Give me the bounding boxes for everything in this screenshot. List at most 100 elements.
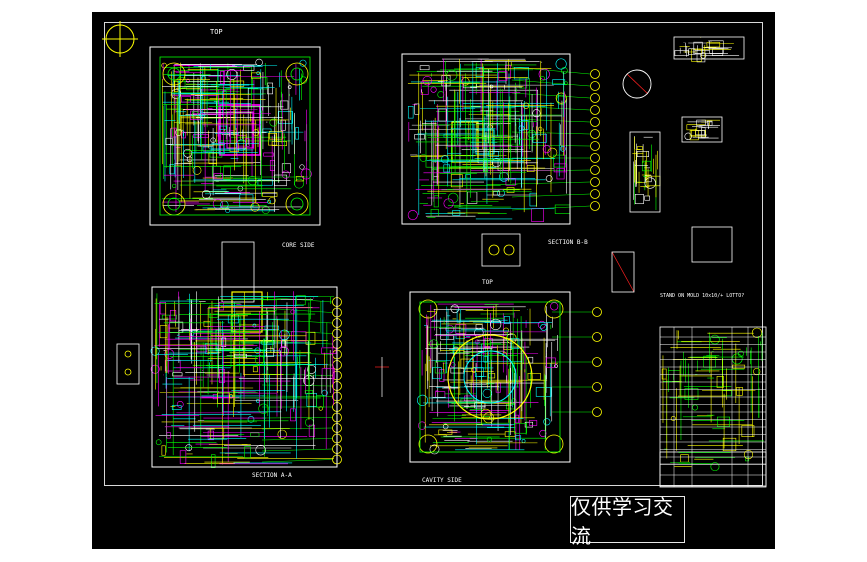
core-detail-part [281,163,291,174]
detail-a [673,36,745,60]
parts-list-text-hole [692,404,698,411]
view-label-cavity-side: CAVITY SIDE [422,477,462,484]
section-bb-detail-part [513,67,529,80]
core-detail-part [186,85,200,91]
cavity-detail-part [511,338,520,349]
section-bb-detail-hole [542,145,551,154]
section-aa-detail-part [244,446,251,459]
core-detail-hole [235,139,247,151]
view-label-section-aa: SECTION A-A [252,472,292,479]
core-detail-hole [299,59,307,67]
cavity-detail-part [456,309,462,323]
cavity-detail-hole [540,323,548,331]
cad-drawing-canvas[interactable]: TOP CORE SIDE SECTION A-A SECTION B-B CA… [92,12,775,549]
cavity-detail-part [439,369,445,382]
parts-list-text-hole [743,450,754,460]
section-aa-detail-part [281,340,287,348]
section-bb-detail-part [420,81,429,95]
section-bb-detail-part [554,204,571,214]
core-detail-part [229,80,245,87]
core-detail-hole [268,197,276,205]
core-detail-part [243,65,255,71]
section-bb-detail-part [526,165,535,172]
section-bb-detail-part [430,209,439,217]
parts-list-text-hole [670,416,676,421]
section-bb-detail-hole [497,189,506,198]
cavity-detail-hole [554,364,558,368]
drawing-border-frame [104,22,763,486]
aa-leader [261,427,333,430]
core-detail-part [208,152,217,165]
cavity-detail-hole [486,436,492,442]
cavity-balloon [592,382,602,392]
section-bb-detail-hole [407,210,418,221]
cavity-ring [447,334,533,420]
section-aa-detail-hole [247,416,255,423]
side-hole-1 [124,350,132,358]
section-aa-detail-hole [254,354,265,365]
core-detail-hole [201,189,211,199]
section-aa-detail-part [234,353,247,358]
guide-pillar-hole [285,192,309,216]
core-detail-hole [281,170,290,179]
core-detail-part [271,141,287,146]
section-aa-detail-part [203,320,211,327]
section-aa-detail-part [211,454,216,468]
part-balloon [590,177,600,187]
core-detail-hole [247,175,258,186]
core-side-inner [159,56,311,216]
guide-pillar-hole [285,62,309,86]
section-aa-detail-part [305,331,316,345]
mold-assembly-drawing: TOP CORE SIDE SECTION A-A SECTION B-B CA… [102,21,767,488]
section-bb-detail-hole [538,126,543,132]
registration-circle [102,21,138,57]
cavity-inner-ring [463,350,517,404]
side-hole-2 [124,368,132,376]
part-balloon [590,69,600,79]
parts-list-text-part [684,388,699,400]
part-balloon [590,153,600,163]
section-aa-detail-part [304,390,314,394]
core-detail-part [223,166,231,180]
section-bb-hole-1 [488,244,500,256]
core-detail-hole [225,208,231,213]
core-detail-hole [210,137,216,143]
section-aa-detail-hole [290,309,296,315]
section-bb-detail-part [433,195,439,208]
section-aa-detail-hole [164,349,175,359]
section-aa-detail-part [316,395,324,408]
section-aa-detail-part [208,305,219,318]
core-detail-part [251,72,261,79]
cavity-detail-part [455,324,467,334]
cavity-detail-part [438,429,453,435]
core-detail-hole [186,78,190,83]
guide-pillar-hole [162,192,186,216]
cavity-bolt-hole [418,434,438,454]
section-bb-detail-part [532,133,547,143]
part-balloon [590,105,600,115]
section-aa-detail-part [166,432,171,439]
section-aa-detail-part [209,428,225,440]
cavity-detail-hole [429,444,440,455]
part-balloon [590,129,600,139]
section-bb-detail-hole [447,192,459,204]
core-detail-part [218,125,228,130]
detail-a-lines-hole [700,52,707,59]
section-aa-detail-part [179,450,187,464]
section-bb-detail-hole [563,81,568,86]
core-detail-part [245,138,250,147]
detail-e-hatch [611,251,635,293]
section-bb-detail-hole [532,109,541,118]
core-detail-part [171,127,177,138]
parts-list-text-hole [710,462,720,472]
section-bb-detail-part [505,178,516,186]
cavity-detail-part [515,435,522,441]
core-detail-hole [300,76,308,84]
parts-list-text-hole [751,327,763,338]
section-aa-detail-part [164,359,181,372]
section-aa-detail-part [161,445,166,456]
cavity-detail-hole [417,421,427,430]
core-detail-part [268,133,278,146]
section-bb-detail-part [414,134,425,140]
view-label-core-side: CORE SIDE [282,242,315,249]
